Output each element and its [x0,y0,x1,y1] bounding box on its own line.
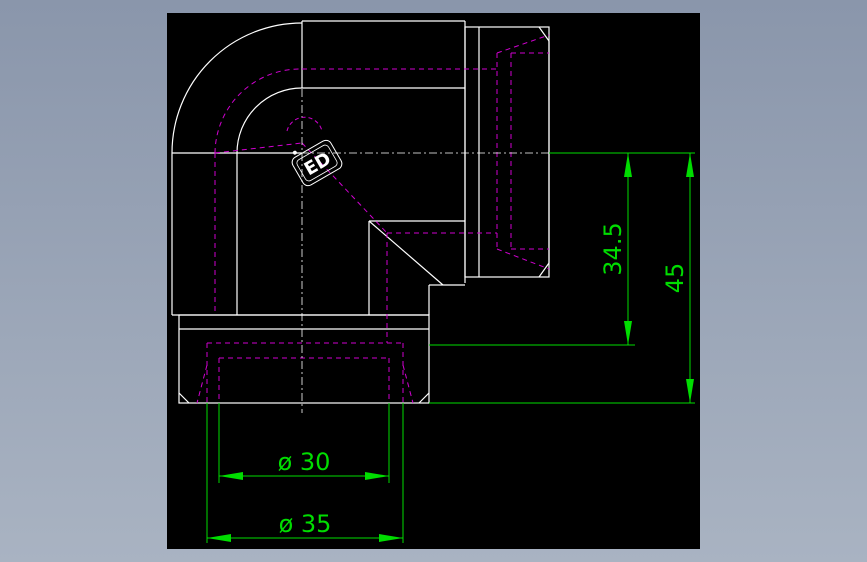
dim-v2-arrow-bot [686,379,694,403]
dim-d35-arrow-right [379,534,403,542]
stamp-border [291,139,343,187]
outline-right-boss-chamfer-top [538,26,550,42]
outline-outer-arc [171,22,303,154]
hidden-bot-chamfer-r [402,364,414,404]
hidden-right-bore-b [496,248,550,270]
dim-d30-text: ø 30 [278,448,331,476]
outline-inner-arc [236,87,303,154]
dim-d30-arrow-right [365,472,389,480]
cad-viewport[interactable]: ED [167,13,700,549]
hidden-lines [196,34,550,404]
dim-v1-arrow-bot [624,321,632,345]
outline-bottom-boss-chamfer-l [178,392,190,404]
stamp-logo: ED [291,139,343,187]
outline-bottom-boss [178,314,430,404]
dim-v1-arrow-top [624,153,632,177]
outline-bottom-boss-chamfer-r [418,392,430,404]
hidden-right-bore-t [496,34,550,54]
stamp-border-inner [296,144,338,182]
dim-v2-arrow-top [686,153,694,177]
hidden-inner-curve [214,68,303,154]
stamp-dot [292,150,297,155]
outline-chamfer-diag [368,220,444,286]
dim-v1-text: 34.5 [599,222,627,275]
dim-d35-text: ø 35 [279,510,332,538]
outline-right-boss-chamfer-bot [538,262,550,278]
dim-d30-arrow-left [219,472,243,480]
part-outline [171,20,550,404]
stamp-hidden-ring [286,116,323,132]
dim-d35-arrow-left [207,534,231,542]
dimension-lines [206,152,695,543]
outline-right-boss [464,26,550,278]
centre-lines [237,73,562,413]
cad-drawing: ED [171,20,695,543]
hidden-bot-chamfer-l [196,364,208,404]
dim-v2-text: 45 [661,263,689,294]
hidden-diag-2 [301,142,388,234]
hidden-diag-1 [214,142,303,154]
